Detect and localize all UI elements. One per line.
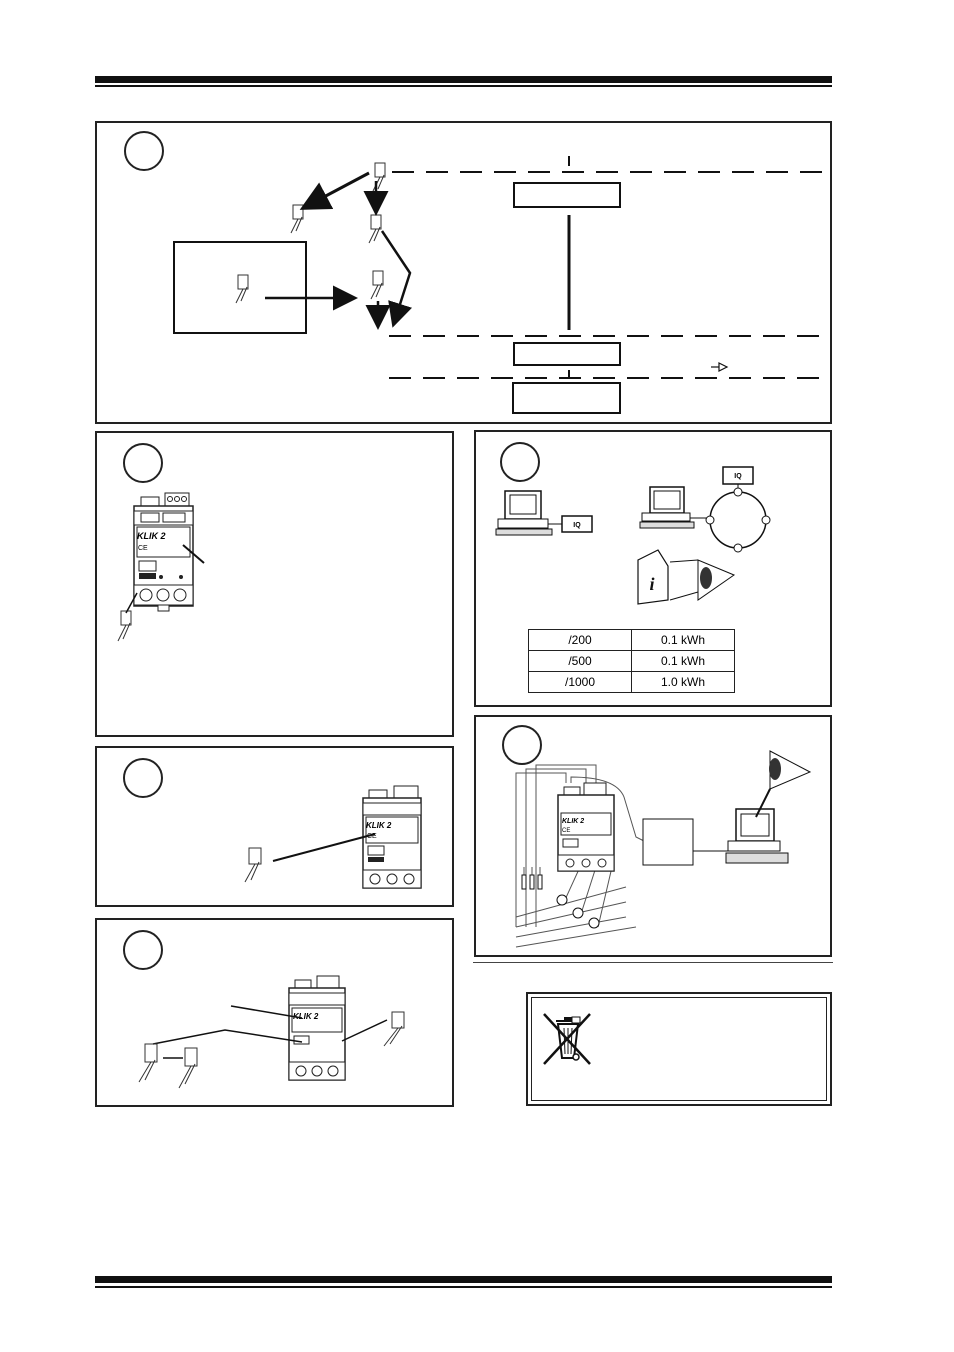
finger-press-icon [138, 1011, 405, 1089]
section-divider [473, 962, 833, 963]
reading-panel: IQ IQ i /200 [474, 430, 832, 707]
flow-box-bottom [512, 382, 621, 414]
ratio-cell: /1000 [528, 671, 632, 693]
table-row: /500 0.1 kWh [528, 650, 735, 672]
step-circle-wiring [502, 725, 542, 765]
flow-box-top [513, 182, 621, 208]
klik2-meter-device [362, 785, 422, 889]
finger-press-icon [244, 847, 262, 883]
step-circle-meter [123, 443, 163, 483]
ce-mark: CE [367, 833, 377, 840]
crossed-out-wheelie-bin-icon [543, 1013, 591, 1065]
finger-press-icon [117, 610, 132, 642]
meter-panel: KLIK 2 CE [95, 431, 454, 737]
resolution-cell: 0.1 kWh [631, 629, 735, 651]
klik2-meter-device [288, 975, 346, 1081]
ce-mark: CE [562, 828, 570, 834]
finger-press-icon [235, 162, 386, 304]
install-flow-panel [95, 121, 832, 424]
header-rule-thick [95, 76, 832, 83]
step-circle-reading [500, 442, 540, 482]
reset-panel: KLIK 2 CE [95, 746, 454, 907]
device-brand-label: KLIK 2 [562, 818, 584, 825]
table-row: /1000 1.0 kWh [528, 671, 735, 693]
flow-box-left [173, 241, 307, 334]
resolution-table: /200 0.1 kWh /500 0.1 kWh /1000 1.0 kWh [528, 629, 735, 693]
computer-icon [639, 486, 695, 529]
eye-icon [669, 559, 736, 601]
interface-box [642, 818, 694, 866]
manual-book-icon: i [637, 549, 669, 605]
footer-rule-thick [95, 1276, 832, 1283]
step-circle-install [124, 131, 164, 171]
wiring-panel: KLIK 2 CE [474, 715, 832, 957]
ratio-cell: /500 [528, 650, 632, 672]
resolution-cell: 1.0 kWh [631, 671, 735, 693]
table-row: /200 0.1 kWh [528, 629, 735, 651]
ratio-cell: /200 [528, 629, 632, 651]
install-flow-diagram [173, 156, 822, 414]
weee-notice-box [526, 992, 832, 1106]
info-icon: i [649, 574, 654, 594]
device-brand-label: KLIK 2 [293, 1012, 319, 1021]
ce-mark: CE [138, 545, 148, 552]
buttons-panel: KLIK 2 [95, 918, 454, 1107]
step-circle-reset [123, 758, 163, 798]
flow-box-middle [513, 342, 621, 366]
step-circle-buttons [123, 930, 163, 970]
eye-icon [769, 750, 812, 790]
klik2-meter-device [133, 492, 194, 612]
interface-tag-2: IQ [734, 473, 742, 480]
device-brand-label: KLIK 2 [137, 531, 166, 541]
network-ring [709, 491, 767, 549]
footer-rule-thin [95, 1286, 832, 1288]
computer-icon [725, 808, 789, 864]
resolution-cell: 0.1 kWh [631, 650, 735, 672]
interface-tag-1: IQ [573, 522, 581, 529]
device-brand-label: KLIK 2 [366, 821, 392, 830]
klik2-meter-device [557, 782, 615, 872]
computer-icon [495, 490, 553, 536]
header-rule-thin [95, 85, 832, 87]
